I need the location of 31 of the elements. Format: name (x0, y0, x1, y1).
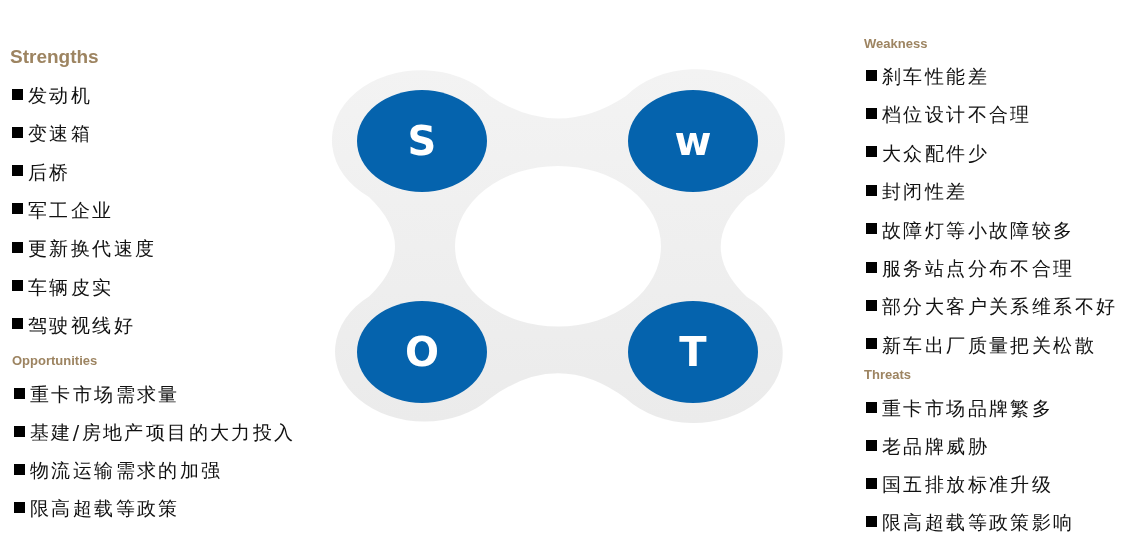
list-item: 新车出厂质量把关松散 (882, 332, 1096, 357)
list-item: 老品牌威胁 (882, 434, 989, 458)
list-item: 基建/房地产项目的大力投入 (30, 420, 296, 444)
section-heading: Weakness (864, 37, 928, 53)
section-heading: Threats (864, 368, 911, 384)
list-item: 大众配件少 (882, 140, 989, 165)
swot-letter: O (405, 332, 439, 372)
swot-letter: w (674, 121, 712, 161)
list-item: 重卡市场需求量 (30, 382, 180, 406)
list-item: 服务站点分布不合理 (882, 256, 1075, 280)
section-heading: Strengths (10, 45, 99, 68)
list-item: 封闭性差 (882, 179, 968, 204)
list-item: 更新换代速度 (28, 236, 157, 261)
list-item: 限高超载等政策影响 (882, 510, 1075, 534)
list-item: 变速箱 (28, 121, 93, 146)
list-item: 部分大客户关系维系不好 (882, 294, 1118, 319)
swot-letter: T (679, 332, 707, 372)
list-item: 重卡市场品牌繁多 (882, 396, 1054, 420)
section-heading: Opportunities (12, 354, 98, 370)
list-item: 驾驶视线好 (28, 312, 135, 337)
list-item: 故障灯等小故障较多 (882, 217, 1075, 242)
list-item: 刹车性能差 (882, 64, 989, 88)
list-item: 国五排放标准升级 (882, 472, 1054, 496)
list-item: 后桥 (28, 159, 71, 184)
list-item: 车辆皮实 (28, 274, 114, 299)
list-item: 军工企业 (28, 197, 114, 222)
swot-letter: S (407, 121, 437, 161)
list-item: 档位设计不合理 (882, 102, 1032, 127)
list-item: 物流运输需求的加强 (30, 458, 223, 482)
list-item: 发动机 (28, 83, 93, 107)
list-item: 限高超载等政策 (30, 496, 180, 520)
